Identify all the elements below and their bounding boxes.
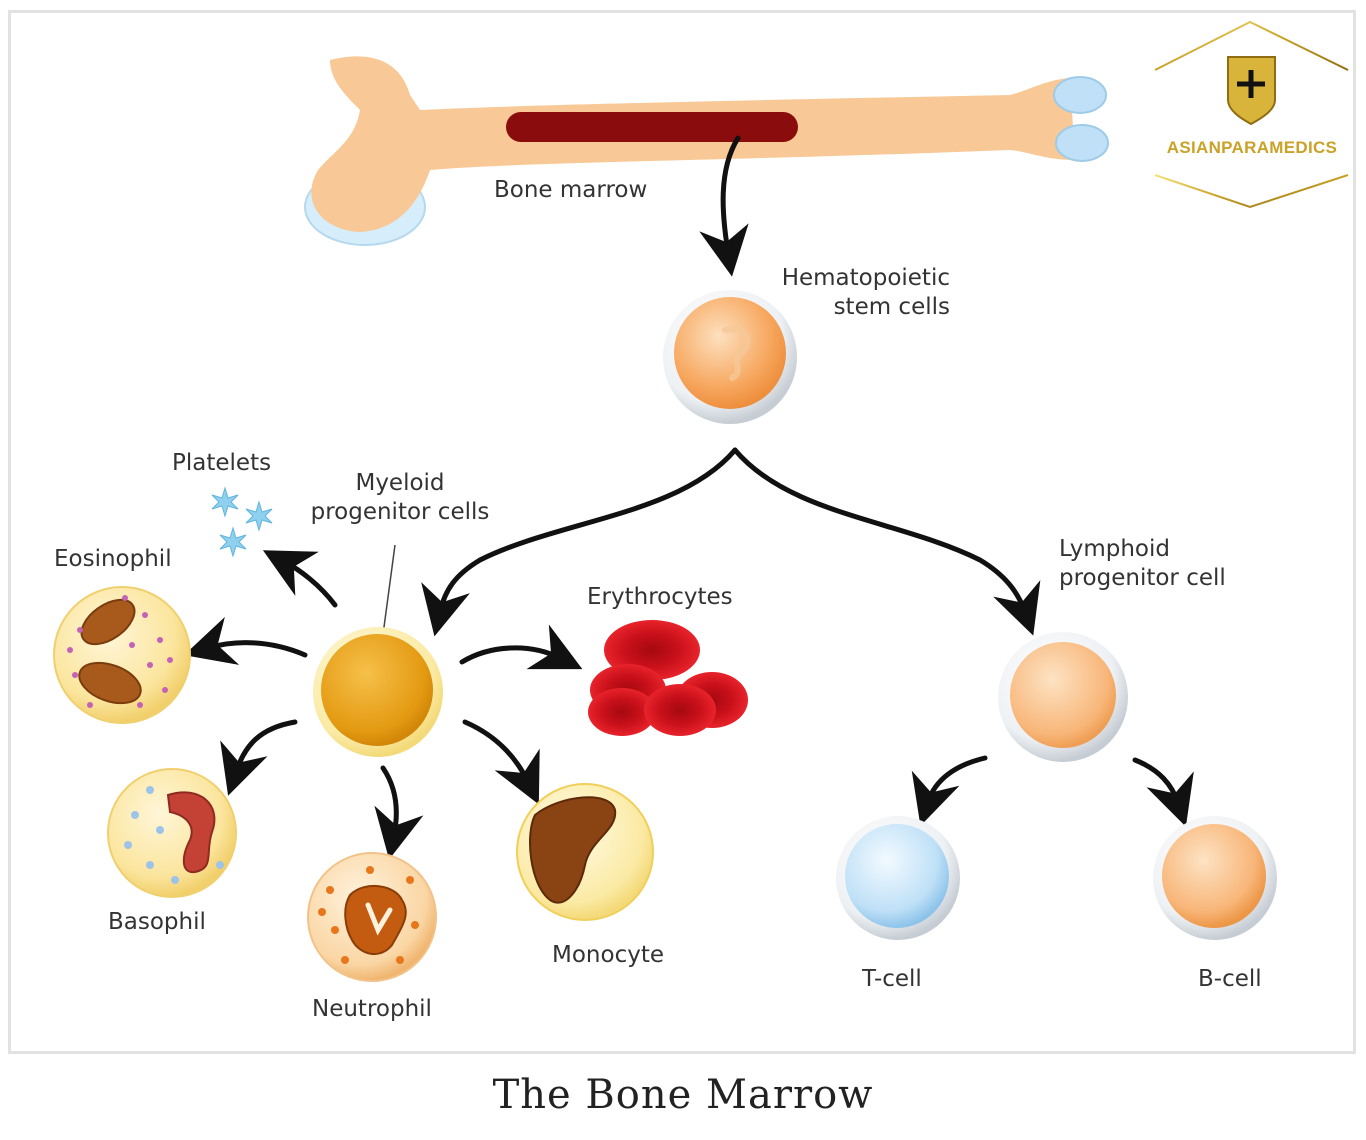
arrow-to-neutrophil (374, 765, 424, 860)
bone-illustration (304, 56, 1109, 246)
stem-cell (663, 290, 797, 424)
arrow-to-basophil (220, 719, 298, 796)
arrow-to-monocyte (462, 719, 540, 805)
arrow-stem-to-lymphoid (732, 447, 1041, 636)
asianparamedics-logo (1154, 20, 1349, 209)
monocyte-label: Monocyte (552, 942, 664, 968)
eosinophil-label: Eosinophil (54, 546, 172, 572)
marrow-cavity (506, 112, 798, 142)
erythrocytes-label: Erythrocytes (587, 584, 733, 610)
basophil-label: Basophil (108, 909, 206, 935)
arrow-bone-to-stem (699, 135, 749, 277)
plus-icon (1237, 70, 1265, 98)
brand-name: ASIANPARAMEDICS (1166, 138, 1338, 157)
b-cell-label: B-cell (1198, 966, 1262, 992)
platelets (211, 486, 273, 558)
neutrophil-label: Neutrophil (312, 996, 432, 1022)
platelets-label: Platelets (172, 450, 272, 476)
myeloid-label: Myeloid progenitor cells (310, 470, 490, 525)
t-cell-label: T-cell (862, 966, 922, 992)
monocyte-cell (516, 783, 654, 921)
bone-marrow-label: Bone marrow (494, 177, 648, 203)
b-cell (1153, 816, 1277, 940)
arrow-to-eosinophil (184, 616, 308, 665)
arrow-to-bcell (1132, 757, 1194, 827)
neutrophil-cell (307, 852, 437, 982)
myeloid-leader-line (381, 544, 396, 643)
arrow-stem-to-myeloid (421, 447, 738, 637)
eosinophil-cell (53, 586, 191, 724)
flow-arrows (184, 135, 1194, 860)
figure-caption: The Bone Marrow (492, 1072, 874, 1118)
lymphoid-label: Lymphoid progenitor cell (1059, 536, 1226, 591)
arrow-to-erythrocytes (459, 624, 583, 670)
erythrocytes-cluster (588, 620, 748, 736)
basophil-cell (107, 768, 237, 898)
t-cell (836, 816, 960, 940)
arrow-to-tcell (911, 755, 988, 826)
lymphoid-progenitor-cell (998, 632, 1128, 762)
stem-cells-label: Hematopoietic stem cells (781, 265, 950, 320)
myeloid-progenitor-cell (313, 627, 443, 757)
arrow-to-platelets (262, 550, 338, 608)
